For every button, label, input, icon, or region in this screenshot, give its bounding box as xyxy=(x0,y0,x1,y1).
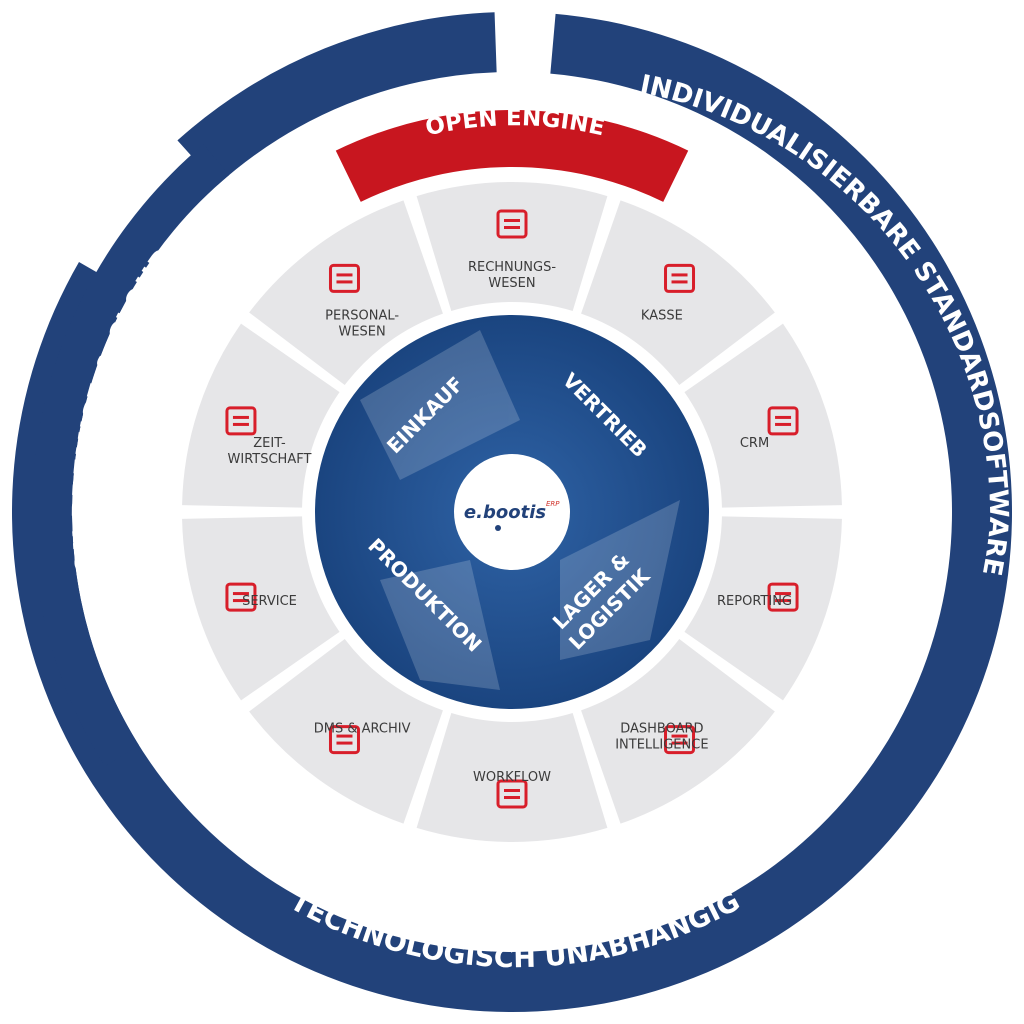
module-segment xyxy=(416,713,608,842)
module-label-line1: DMS & ARCHIV xyxy=(314,721,411,736)
logo-superscript: ERP xyxy=(546,500,560,508)
module-segment xyxy=(182,323,340,508)
module-label-line1: KASSE xyxy=(641,309,683,324)
module-label-line1: SERVICE xyxy=(242,594,297,609)
module-segment xyxy=(684,516,842,701)
report-chart-icon xyxy=(767,582,799,612)
people-group-icon xyxy=(767,406,799,436)
core-decoration xyxy=(360,330,680,690)
module-segment xyxy=(684,323,842,508)
outer-ring xyxy=(12,12,1013,1013)
lightbulb-icon xyxy=(664,725,696,755)
module-label-line1: WORKFLOW xyxy=(473,770,551,785)
workflow-icon xyxy=(496,779,528,809)
red-label-edi: EDI xyxy=(138,659,179,708)
cash-register-icon xyxy=(664,263,696,293)
red-ring-open-engine-band xyxy=(335,110,689,202)
module-label-line2: INTELLIGENCE xyxy=(615,737,708,752)
logo-dot xyxy=(495,525,501,531)
clock-calendar-icon xyxy=(225,406,257,436)
logo-text: e.bootis xyxy=(464,502,546,523)
module-segment xyxy=(416,182,608,311)
module-segment xyxy=(581,638,775,824)
module-label-line1: ZEIT- xyxy=(253,436,286,451)
invoice-icon xyxy=(496,209,528,239)
module-label-line2: WESEN xyxy=(338,325,385,340)
module-label-line2: WESEN xyxy=(488,276,535,291)
logo-circle xyxy=(454,454,570,570)
red-label-apps: APPS xyxy=(264,164,334,217)
module-segment xyxy=(182,516,340,701)
service-gear-icon xyxy=(225,582,257,612)
module-label-line1: PERSONAL- xyxy=(325,309,399,324)
module-label-line1: DASHBOARD xyxy=(620,721,703,736)
red-label-mde: MDE xyxy=(101,529,133,588)
module-label-line1: REPORTING xyxy=(717,594,792,609)
module-label-line2: WIRTSCHAFT xyxy=(228,452,312,467)
outer-arc-left-top xyxy=(177,12,497,186)
module-label-line1: CRM xyxy=(740,436,769,451)
red-ring xyxy=(335,110,689,202)
archive-folder-icon xyxy=(328,725,360,755)
module-segment xyxy=(249,638,443,824)
module-label-line1: RECHNUNGS- xyxy=(468,260,556,275)
person-icon xyxy=(328,263,360,293)
outer-arc-left xyxy=(31,144,230,767)
